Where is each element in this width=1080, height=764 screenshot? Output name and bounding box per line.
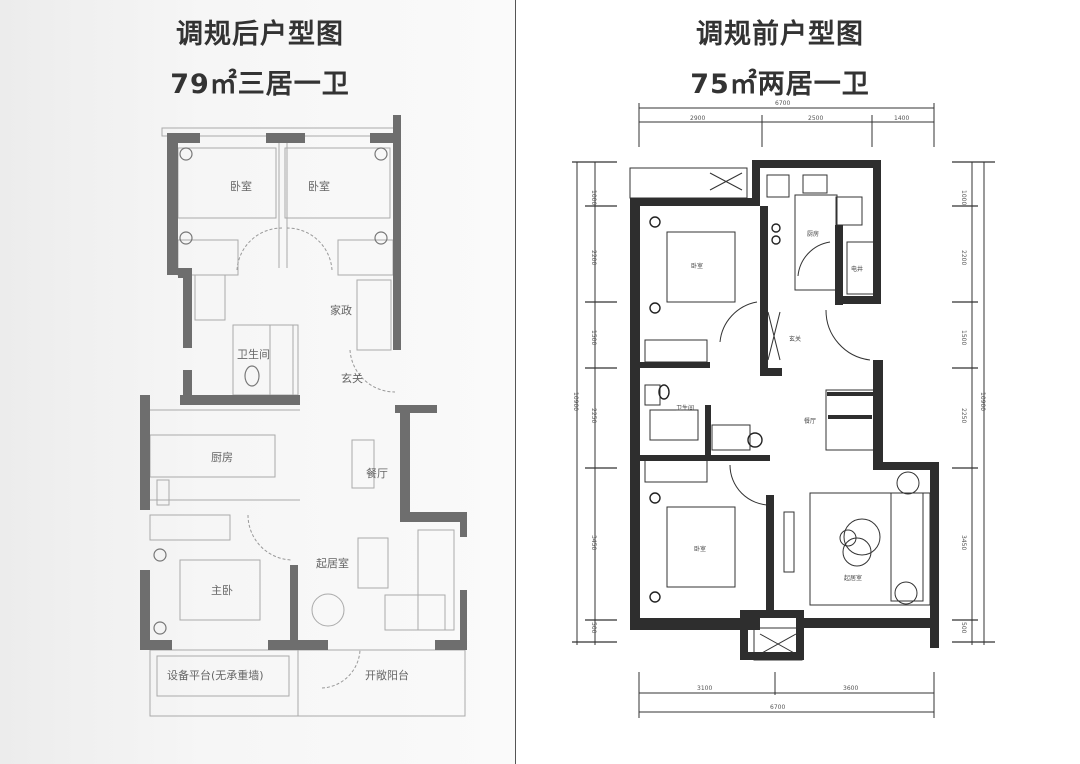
after-floor-plan — [140, 115, 467, 717]
after-room-labels: 卧室 卧室 家政 卫生间 玄关 厨房 餐厅 起居室 主卧 设备平台(无承重墙) … — [167, 179, 409, 682]
before-room-living: 起居室 — [844, 574, 862, 582]
before-room-bathroom: 卫生间 — [676, 404, 694, 412]
before-room-bedroom-1: 卧室 — [691, 262, 703, 270]
after-room-entrance: 玄关 — [341, 371, 363, 385]
after-title: 调规后户型图 — [176, 19, 344, 50]
after-room-bathroom: 卫生间 — [237, 347, 270, 361]
after-room-balcony: 开敞阳台 — [365, 668, 409, 682]
dim-right-5: 3450 — [960, 535, 967, 550]
after-room-kitchen: 厨房 — [211, 451, 233, 464]
before-room-kitchen: 厨房 — [807, 230, 819, 238]
dim-left-2: 2200 — [590, 250, 597, 265]
after-subtitle: 79㎡三居一卫 — [170, 69, 350, 100]
dim-left-6: 500 — [590, 622, 597, 634]
dim-left-1: 1000 — [590, 190, 597, 205]
before-dimensions: 6700 2900 2500 1400 3100 3600 6700 1000 … — [572, 100, 986, 711]
dim-top-total: 6700 — [775, 100, 790, 107]
after-room-housekeeping: 家政 — [330, 303, 352, 317]
after-room-master: 主卧 — [211, 584, 233, 597]
before-room-labels: 卧室 厨房 电井 玄关 卫生间 餐厅 卧室 起居室 — [676, 230, 863, 582]
dim-bottom-2: 3600 — [843, 685, 858, 692]
dim-right-1: 1000 — [960, 190, 967, 205]
dim-left-4: 2250 — [590, 408, 597, 423]
after-room-dining: 餐厅 — [366, 466, 388, 480]
dim-bottom-1: 3100 — [697, 685, 712, 692]
panel-divider — [515, 0, 516, 764]
before-title: 调规前户型图 — [696, 19, 864, 50]
dim-right-4: 2250 — [960, 408, 967, 423]
dim-top-1: 2900 — [690, 115, 705, 122]
before-subtitle: 75㎡两居一卫 — [690, 69, 870, 100]
dim-left-3: 1500 — [590, 330, 597, 345]
before-room-dining: 餐厅 — [804, 417, 816, 425]
before-room-bedroom-2: 卧室 — [694, 545, 706, 553]
after-room-living: 起居室 — [316, 556, 349, 570]
dim-right-3: 1500 — [960, 330, 967, 345]
dim-left-5: 3450 — [590, 535, 597, 550]
after-room-bedroom-2: 卧室 — [308, 179, 330, 193]
dim-right-2: 2200 — [960, 250, 967, 265]
dim-top-3: 1400 — [894, 115, 909, 122]
after-room-bedroom-1: 卧室 — [230, 179, 252, 193]
before-floor-plan — [572, 103, 995, 718]
dim-right-total: 10900 — [979, 392, 986, 411]
after-room-equipment: 设备平台(无承重墙) — [167, 668, 264, 682]
dim-right-6: 500 — [960, 622, 967, 634]
before-room-entrance: 玄关 — [789, 335, 801, 343]
dim-left-total: 10900 — [572, 392, 579, 411]
dim-top-2: 2500 — [808, 115, 823, 122]
before-room-shaft: 电井 — [851, 265, 863, 273]
dim-bottom-total: 6700 — [770, 704, 785, 711]
